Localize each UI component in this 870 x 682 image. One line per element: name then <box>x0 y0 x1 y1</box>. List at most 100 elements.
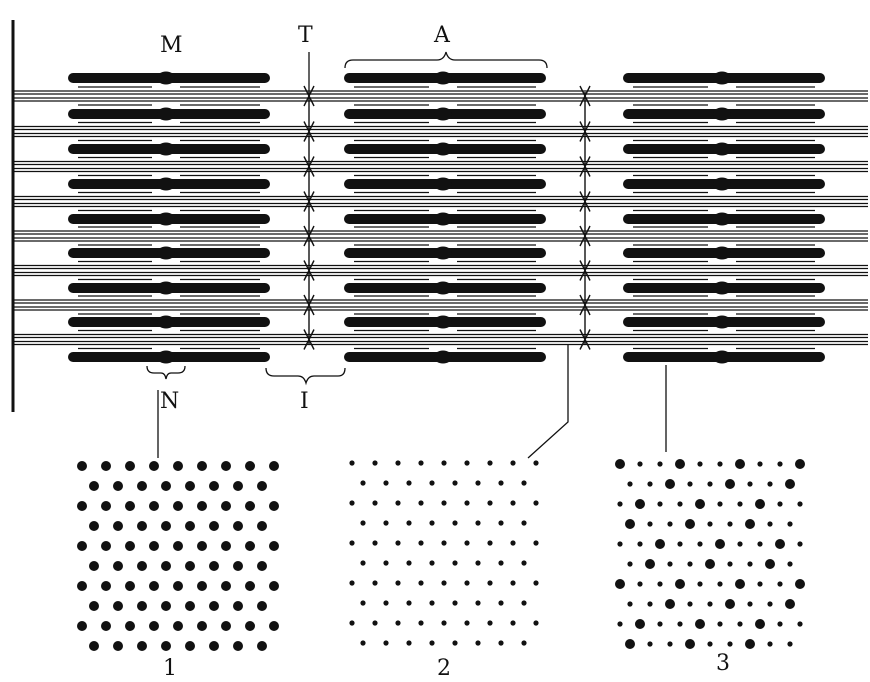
thick-filament-dot <box>101 621 111 631</box>
thick-filament-dot <box>269 541 279 551</box>
thick-filament-dot <box>725 479 735 489</box>
thick-filament-dot <box>137 561 147 571</box>
thin-filament-dot <box>637 461 642 466</box>
thin-filament-dot <box>349 540 354 545</box>
panel-3-label: 3 <box>716 651 730 676</box>
m-line-node <box>713 316 731 329</box>
thin-filament-dot <box>372 620 377 625</box>
thick-filament-dot <box>221 501 231 511</box>
thin-filament-dot <box>777 501 782 506</box>
thin-filament-dot <box>787 521 792 526</box>
thick-filament-dot <box>795 459 805 469</box>
m-line-node <box>434 247 452 260</box>
thick-filament-dot <box>197 501 207 511</box>
m-line-node <box>713 178 731 191</box>
thin-filament-dot <box>383 600 388 605</box>
thick-filament-dot <box>125 461 135 471</box>
thick-filament-dot <box>125 541 135 551</box>
thick-filament-dot <box>665 599 675 609</box>
m-line-node <box>157 143 175 156</box>
thick-filament-dot <box>257 601 267 611</box>
thick-filament-dot <box>695 499 705 509</box>
thin-filament-dot <box>429 640 434 645</box>
thick-filament-dot <box>185 481 195 491</box>
thick-filament-dot <box>615 459 625 469</box>
thick-filament-dot <box>89 521 99 531</box>
thick-filament-dot <box>269 501 279 511</box>
thick-filament-dot <box>795 579 805 589</box>
a-band-label: A <box>433 23 451 48</box>
thick-filament-dot <box>137 481 147 491</box>
thin-filament-dot <box>637 581 642 586</box>
thick-filament-dot <box>149 581 159 591</box>
h-zone-label: N <box>160 389 179 414</box>
thin-filament-dot <box>717 501 722 506</box>
m-line-node <box>434 351 452 364</box>
thick-filament-dot <box>245 501 255 511</box>
thick-filament-dot <box>161 641 171 651</box>
thin-filament-dot <box>777 461 782 466</box>
thin-filament-dot <box>533 580 538 585</box>
thin-filament-dot <box>383 560 388 565</box>
cross-section-panel-1 <box>77 461 279 651</box>
thin-filament-dot <box>627 561 632 566</box>
thin-filament-dot <box>521 640 526 645</box>
thin-filament-dot <box>727 521 732 526</box>
n-zone-brace <box>147 366 185 379</box>
thick-filament-dot <box>89 481 99 491</box>
thin-filament-dot <box>395 460 400 465</box>
thin-filament-dot <box>757 541 762 546</box>
thin-filament-dot <box>787 641 792 646</box>
thick-filament-dot <box>233 601 243 611</box>
thin-filament-dot <box>510 580 515 585</box>
thin-filament-dot <box>747 601 752 606</box>
thin-filament-dot <box>677 541 682 546</box>
thick-filament-dot <box>705 559 715 569</box>
i-band-brace <box>266 368 345 383</box>
thick-filament-dot <box>137 641 147 651</box>
thick-filament-dot <box>245 461 255 471</box>
m-line-node <box>713 108 731 121</box>
thick-filament-dot <box>745 519 755 529</box>
thick-filament-dot <box>245 621 255 631</box>
thick-filament-dot <box>233 641 243 651</box>
thick-filament-dot <box>209 601 219 611</box>
thin-filament-dot <box>637 541 642 546</box>
thin-filament-dot <box>627 601 632 606</box>
thick-filament-dot <box>665 479 675 489</box>
thin-filament-dot <box>510 620 515 625</box>
thin-filament-dot <box>677 501 682 506</box>
thin-filament-dot <box>475 560 480 565</box>
m-line-node <box>434 178 452 191</box>
thin-filament-dot <box>383 520 388 525</box>
thick-filament-dot <box>695 619 705 629</box>
thin-filament-dot <box>475 480 480 485</box>
thin-filament-dot <box>767 641 772 646</box>
thin-filament-dot <box>406 640 411 645</box>
thick-filament-dot <box>197 541 207 551</box>
thin-filament-dot <box>498 480 503 485</box>
thick-filament-dot <box>113 481 123 491</box>
thick-filament-dot <box>197 461 207 471</box>
thick-filament-dot <box>257 481 267 491</box>
thin-filament-dot <box>787 561 792 566</box>
thin-filament-dot <box>707 481 712 486</box>
thin-filament-dot <box>406 560 411 565</box>
thick-filament-dot <box>765 559 775 569</box>
thick-filament-dot <box>615 579 625 589</box>
thick-filament-dot <box>269 461 279 471</box>
thick-filament-dot <box>221 461 231 471</box>
thin-filament-dot <box>487 620 492 625</box>
thick-filament-dot <box>269 621 279 631</box>
thin-filament-dot <box>464 580 469 585</box>
thick-filament-dot <box>185 521 195 531</box>
thin-filament-dot <box>697 541 702 546</box>
thin-filament-dot <box>441 580 446 585</box>
m-line-node <box>434 316 452 329</box>
m-line-node <box>157 351 175 364</box>
thick-filament-dot <box>209 641 219 651</box>
thin-filament-dot <box>349 620 354 625</box>
thin-filament-dot <box>418 580 423 585</box>
thin-filament-dot <box>737 501 742 506</box>
